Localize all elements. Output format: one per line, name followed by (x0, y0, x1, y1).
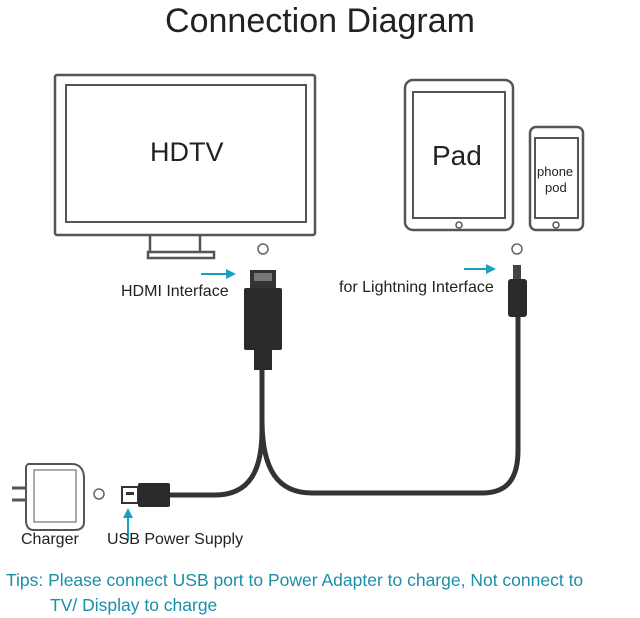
lightning-interface-label: for Lightning Interface (339, 279, 494, 296)
lightning-connector (508, 265, 527, 317)
phone-body (528, 125, 585, 232)
tips-note: Tips: Please connect USB port to Power A… (6, 568, 638, 618)
charger-label: Charger (21, 531, 79, 548)
hdtv-illustration (53, 73, 317, 260)
pad-screen (412, 91, 506, 219)
phone-screen (534, 137, 579, 219)
hdmi-port-indicator (257, 243, 269, 255)
hdtv-label: HDTV (150, 137, 224, 167)
pad-label: Pad (432, 140, 482, 171)
cable-assembly (165, 312, 521, 498)
tv-frame (53, 73, 317, 237)
hdmi-interface-label: HDMI Interface (121, 283, 229, 300)
lightning-cable (259, 312, 521, 496)
charger-port-indicator (93, 488, 105, 500)
pad-illustration (403, 78, 515, 232)
usb-connector (121, 483, 170, 507)
hdmi-connector (244, 270, 282, 370)
usb-power-supply-label: USB Power Supply (107, 531, 244, 548)
phone-label-line1: phone (537, 164, 574, 179)
phone-home-button (552, 221, 560, 229)
diagram-title: Connection Diagram (165, 2, 475, 40)
tips-line-1: Tips: Please connect USB port to Power A… (6, 570, 584, 590)
arrows (123, 264, 496, 540)
tv-stand (146, 236, 216, 260)
pad-body (403, 78, 515, 232)
usb-cable (165, 365, 265, 498)
phone-label-line2: pod (545, 180, 567, 195)
tips-line-2: TV/ Display to charge (50, 595, 218, 615)
pad-home-button (455, 221, 463, 229)
charger-illustration (12, 463, 85, 531)
phone-illustration (528, 125, 585, 232)
tv-screen (65, 84, 307, 223)
lightning-port-indicator (511, 243, 523, 255)
